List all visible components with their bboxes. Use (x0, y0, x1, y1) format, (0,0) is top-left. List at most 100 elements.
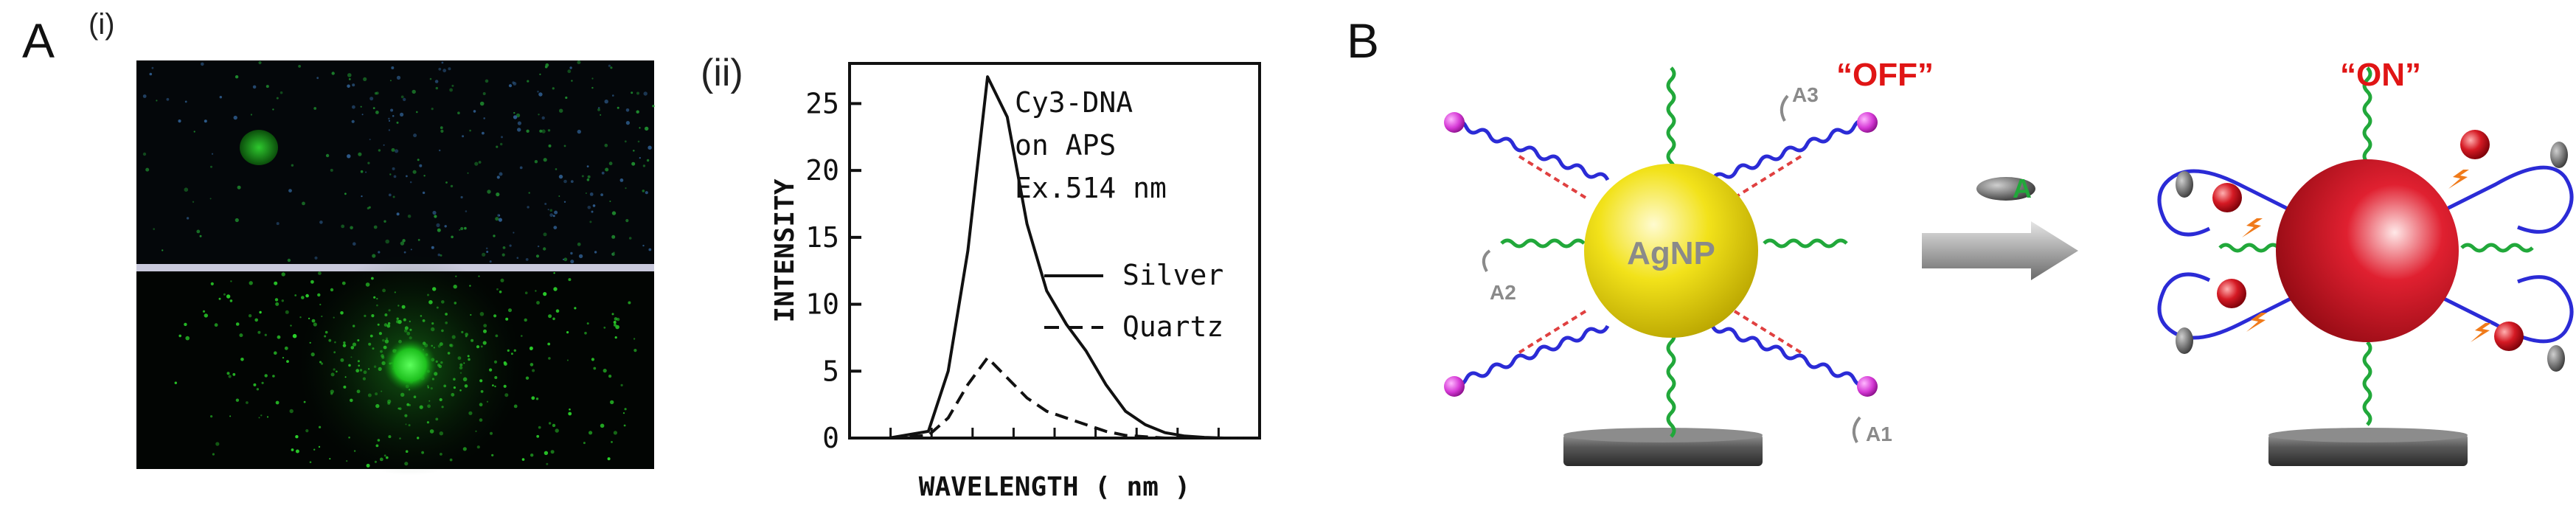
speckle (625, 187, 627, 190)
analyte-icon (1976, 177, 2035, 201)
speckle (367, 206, 369, 209)
speckle (639, 127, 641, 129)
speckle (417, 159, 420, 162)
speckle (563, 257, 568, 262)
linker-right-on (2460, 243, 2534, 253)
speckle (184, 322, 187, 327)
speckle (592, 204, 596, 207)
speckle (569, 66, 572, 69)
speckle (193, 131, 195, 133)
cell-bottom (383, 338, 437, 392)
speckle (552, 215, 555, 218)
speckle (589, 192, 594, 196)
off-label: “OFF” (1836, 57, 1934, 93)
speckle (400, 241, 405, 246)
panel-a-letter: A (22, 13, 55, 68)
speckle (412, 89, 416, 94)
speckle (360, 170, 364, 173)
speckle (502, 246, 506, 249)
speckle (539, 73, 541, 75)
speckle (614, 336, 617, 339)
speckle (358, 152, 362, 156)
speckle (513, 82, 517, 86)
speckle (534, 160, 538, 164)
speckle (318, 445, 321, 448)
speckle (538, 92, 543, 97)
speckle (574, 307, 577, 310)
speckle (275, 400, 280, 405)
speckle (232, 372, 236, 376)
speckle (548, 314, 552, 319)
speckle (538, 426, 541, 429)
speckle (482, 252, 486, 257)
transition-arrow: A (1922, 173, 2078, 280)
speckle (586, 178, 590, 181)
speckle (434, 80, 439, 83)
annotation-line-2: on APS (1015, 129, 1116, 162)
speckle (417, 239, 420, 241)
speckle (258, 60, 262, 65)
speckle (226, 294, 231, 299)
speckle (570, 251, 573, 255)
speckle (410, 249, 412, 251)
hybrid-upper-left (1518, 155, 1587, 199)
speckle (153, 228, 155, 230)
speckle (568, 411, 572, 416)
speckle (388, 117, 390, 120)
speckle (593, 367, 597, 370)
on-label: “ON” (2340, 57, 2421, 93)
speckle (275, 302, 280, 306)
speckle (369, 139, 371, 141)
speckle (553, 272, 555, 274)
speckle (495, 217, 499, 221)
y-axis-label: INTENSITY (770, 178, 800, 322)
dna-loop-lower-right (2435, 275, 2574, 344)
speckle (204, 119, 207, 123)
speckle (545, 63, 549, 67)
speckle (440, 254, 442, 257)
speckle (517, 121, 522, 125)
speckle (537, 90, 539, 93)
speckle (351, 119, 355, 123)
speckle (341, 224, 345, 229)
speckle (347, 84, 350, 88)
speckle (493, 235, 496, 237)
speckle (586, 322, 589, 325)
speckle (214, 323, 218, 327)
speckle (287, 258, 291, 263)
speckle (431, 108, 434, 111)
speckle (496, 288, 499, 291)
speckle (541, 129, 546, 133)
speckle (553, 226, 558, 229)
speckle (521, 335, 523, 337)
speckle (460, 226, 464, 231)
speckle (489, 260, 492, 263)
speckle (445, 181, 448, 184)
dna-strand-lower-right (1710, 324, 1867, 387)
speckle (611, 252, 615, 257)
speckle (513, 115, 518, 119)
speckle (402, 239, 406, 243)
speckle (310, 279, 314, 284)
speckle (568, 278, 572, 282)
speckle (600, 114, 602, 116)
plot-frame (848, 62, 1261, 440)
speckle (631, 162, 636, 166)
speckle (202, 310, 206, 313)
speckle (276, 222, 280, 226)
speckle (439, 149, 441, 152)
speckle (303, 400, 306, 403)
annotation-line-3: Ex.514 nm (1015, 172, 1167, 204)
speckle (643, 91, 648, 96)
speckle (586, 165, 589, 168)
speckle (622, 412, 625, 414)
hybrid-upper-right (1733, 155, 1802, 199)
speckle (436, 223, 440, 227)
speckle (541, 116, 545, 120)
speckle (274, 281, 278, 285)
speckle (301, 296, 305, 299)
speckle (392, 195, 395, 198)
speckle (272, 108, 274, 111)
speckle (395, 149, 399, 153)
